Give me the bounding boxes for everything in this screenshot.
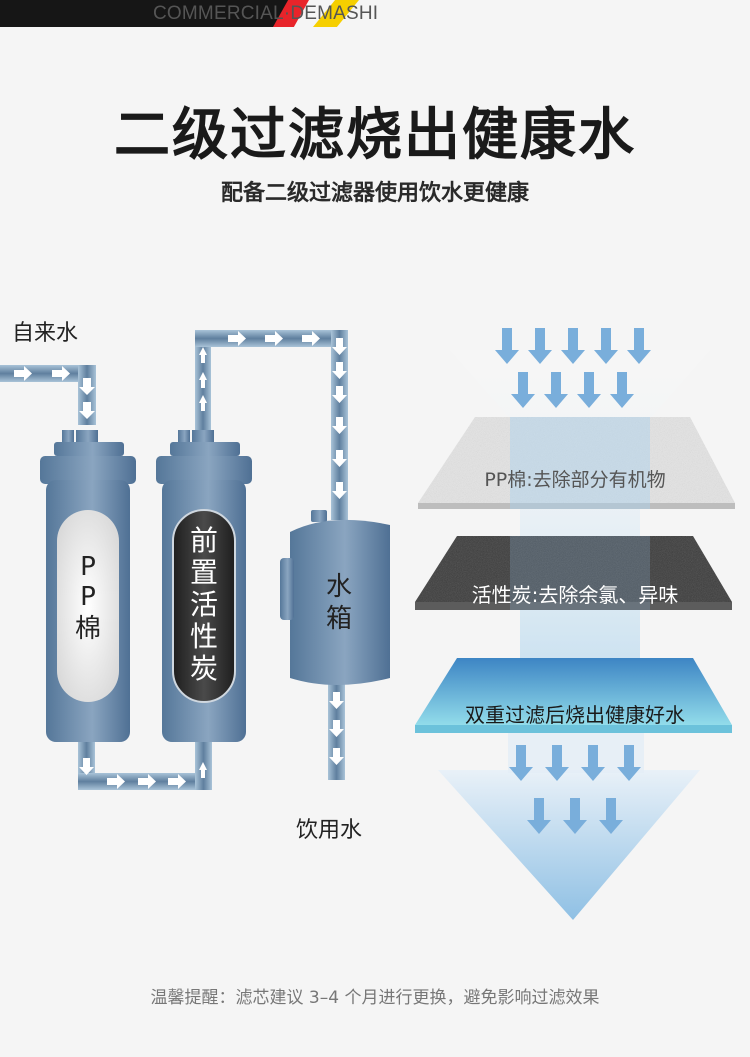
arrow-down-icon xyxy=(617,745,641,781)
filtration-layers-diagram: PP棉:去除部分有机物 活性炭:去除余氯、异味 双重过滤后烧出健康好水 xyxy=(415,328,735,920)
filter-housing-carbon xyxy=(156,430,252,742)
output-funnel xyxy=(438,770,700,920)
tank-label: 水箱 xyxy=(326,572,352,634)
arrow-right-icon xyxy=(138,774,156,789)
footer-tip: 温馨提醒：滤芯建议 3–4 个月进行更换，避免影响过滤效果 xyxy=(150,988,600,1008)
arrow-down-icon xyxy=(79,378,95,395)
pp-layer-edge xyxy=(418,503,735,509)
page-title: 二级过滤烧出健康水 xyxy=(114,103,636,168)
arrow-down-icon xyxy=(563,798,587,834)
arrow-up-icon xyxy=(199,395,207,411)
inlet-label: 自来水 xyxy=(12,321,79,346)
arrow-down-icon xyxy=(332,450,347,467)
arrow-down-icon xyxy=(332,482,347,499)
arrow-up-icon xyxy=(199,372,207,388)
arrow-right-icon xyxy=(14,366,32,381)
arrow-down-icon xyxy=(332,386,347,403)
arrow-down-icon xyxy=(581,745,605,781)
layer2-text: 活性炭:去除余氯、异味 xyxy=(472,583,679,607)
arrow-down-icon xyxy=(610,372,634,408)
arrow-right-icon xyxy=(107,774,125,789)
layer3-text: 双重过滤后烧出健康好水 xyxy=(465,703,685,727)
arrow-down-icon xyxy=(528,328,552,364)
carbon-layer-edge xyxy=(415,602,732,610)
carbon-cartridge xyxy=(172,509,236,703)
outlet-label: 饮用水 xyxy=(296,818,363,843)
arrow-right-icon xyxy=(265,331,283,346)
arrow-down-icon xyxy=(332,338,347,355)
arrow-down-icon xyxy=(332,417,347,434)
arrow-down-icon xyxy=(332,362,347,379)
arrow-down-icon xyxy=(329,720,344,737)
arrow-down-icon xyxy=(599,798,623,834)
arrow-down-icon xyxy=(544,372,568,408)
arrow-down-icon xyxy=(527,798,551,834)
brand-name: COMMERCIAL·DEMASHI xyxy=(153,3,379,24)
arrow-down-icon xyxy=(509,745,533,781)
arrow-down-icon xyxy=(561,328,585,364)
arrow-up-icon xyxy=(199,762,207,778)
arrow-right-icon xyxy=(52,366,70,381)
clean-water-layer xyxy=(415,658,732,725)
filter-housing-pp xyxy=(40,430,136,742)
arrow-down-icon xyxy=(627,328,651,364)
arrow-right-icon xyxy=(168,774,186,789)
page-subtitle: 配备二级过滤器使用饮水更健康 xyxy=(220,181,529,206)
pp-cartridge xyxy=(57,510,119,702)
arrow-down-icon xyxy=(495,328,519,364)
arrow-right-icon xyxy=(302,331,320,346)
arrow-up-icon xyxy=(199,347,207,363)
arrow-down-icon xyxy=(79,758,94,775)
arrow-down-icon xyxy=(79,402,95,419)
arrow-down-icon xyxy=(329,692,344,709)
arrow-down-icon xyxy=(545,745,569,781)
arrow-right-icon xyxy=(228,331,246,346)
arrow-down-icon xyxy=(594,328,618,364)
clean-layer-edge xyxy=(415,725,732,733)
arrow-down-icon xyxy=(511,372,535,408)
layer1-text: PP棉:去除部分有机物 xyxy=(484,469,665,491)
filter2-label: 前置活性炭 xyxy=(190,524,218,685)
arrow-down-icon xyxy=(577,372,601,408)
flow-arrows xyxy=(14,331,347,789)
water-tank xyxy=(280,510,390,685)
flow-arrows xyxy=(495,328,651,834)
water-stream xyxy=(450,350,710,720)
banner-black-stripe xyxy=(0,0,300,27)
arrow-down-icon xyxy=(329,748,344,765)
